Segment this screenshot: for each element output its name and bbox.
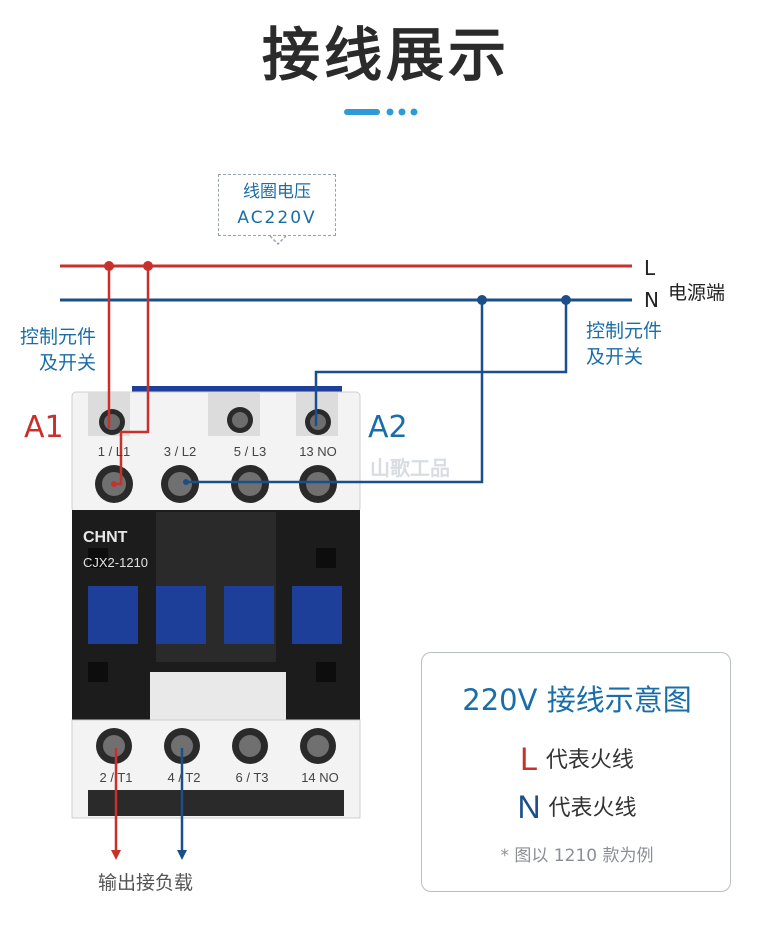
neutral-to-a2 bbox=[314, 300, 568, 426]
terminal-label-l2: 3 / L2 bbox=[163, 444, 197, 459]
coil-terminal-a1: A1 bbox=[24, 410, 64, 445]
legend-title: 220V 接线示意图 bbox=[462, 683, 692, 717]
terminal-label-14no: 14 NO bbox=[301, 770, 339, 785]
terminal-label-13no: 13 NO bbox=[299, 444, 337, 459]
legend-letter-neutral: N bbox=[517, 789, 541, 825]
legend-text-neutral: 代表火线 bbox=[548, 796, 637, 821]
live-label: L bbox=[644, 256, 656, 280]
coil-voltage-label: 线圈电压 bbox=[243, 182, 311, 202]
legend-note: * 图以 1210 款为例 bbox=[500, 846, 654, 866]
bottom-screws bbox=[96, 728, 336, 764]
control-left-line2: 及开关 bbox=[38, 352, 96, 374]
live-to-l1 bbox=[114, 266, 150, 486]
control-switch-label-right: 控制元件 及开关 bbox=[586, 318, 662, 370]
power-source-label: 电源端 bbox=[668, 282, 726, 304]
blue-window-2 bbox=[156, 586, 206, 644]
control-right-line2: 及开关 bbox=[586, 346, 644, 368]
blue-window-3 bbox=[224, 586, 274, 644]
legend-text-live: 代表火线 bbox=[545, 748, 634, 773]
legend-letter-live: L bbox=[520, 741, 538, 777]
callout-pointer-icon bbox=[269, 235, 287, 246]
terminal-label-t1: 2 / T1 bbox=[99, 770, 133, 785]
title-decoration-icon bbox=[344, 108, 418, 116]
model-number: CJX2-1210 bbox=[83, 555, 149, 570]
terminal-label-t2: 4 / T2 bbox=[167, 770, 201, 785]
blue-window-4 bbox=[292, 586, 342, 644]
legend-row-neutral: N 代表火线 bbox=[422, 789, 732, 826]
neutral-to-l2 bbox=[186, 300, 484, 484]
control-left-line1: 控制元件 bbox=[19, 326, 96, 348]
coil-voltage-value: AC220V bbox=[237, 208, 317, 228]
brand-logo: CHNT bbox=[83, 529, 128, 546]
coil-voltage-callout: 线圈电压 AC220V bbox=[218, 174, 336, 236]
output-load-label: 输出接负载 bbox=[98, 872, 194, 894]
terminal-label-l1: 1 / L1 bbox=[97, 444, 131, 459]
output-neutral-arrow-icon bbox=[177, 850, 187, 860]
control-switch-label-left: 控制元件 及开关 bbox=[10, 324, 96, 376]
control-right-line1: 控制元件 bbox=[586, 320, 663, 342]
output-live-arrow-icon bbox=[111, 850, 121, 860]
terminal-label-t3: 6 / T3 bbox=[235, 770, 269, 785]
legend-row-live: L 代表火线 bbox=[422, 741, 732, 778]
watermark: 山歌工品 bbox=[370, 456, 450, 480]
coil-terminal-a2: A2 bbox=[368, 410, 408, 445]
terminal-label-l3: 5 / L3 bbox=[233, 444, 267, 459]
blue-window-1 bbox=[88, 586, 138, 644]
test-button bbox=[150, 672, 286, 720]
neutral-label: N bbox=[644, 288, 659, 312]
page-title: 接线展示 bbox=[261, 21, 510, 89]
